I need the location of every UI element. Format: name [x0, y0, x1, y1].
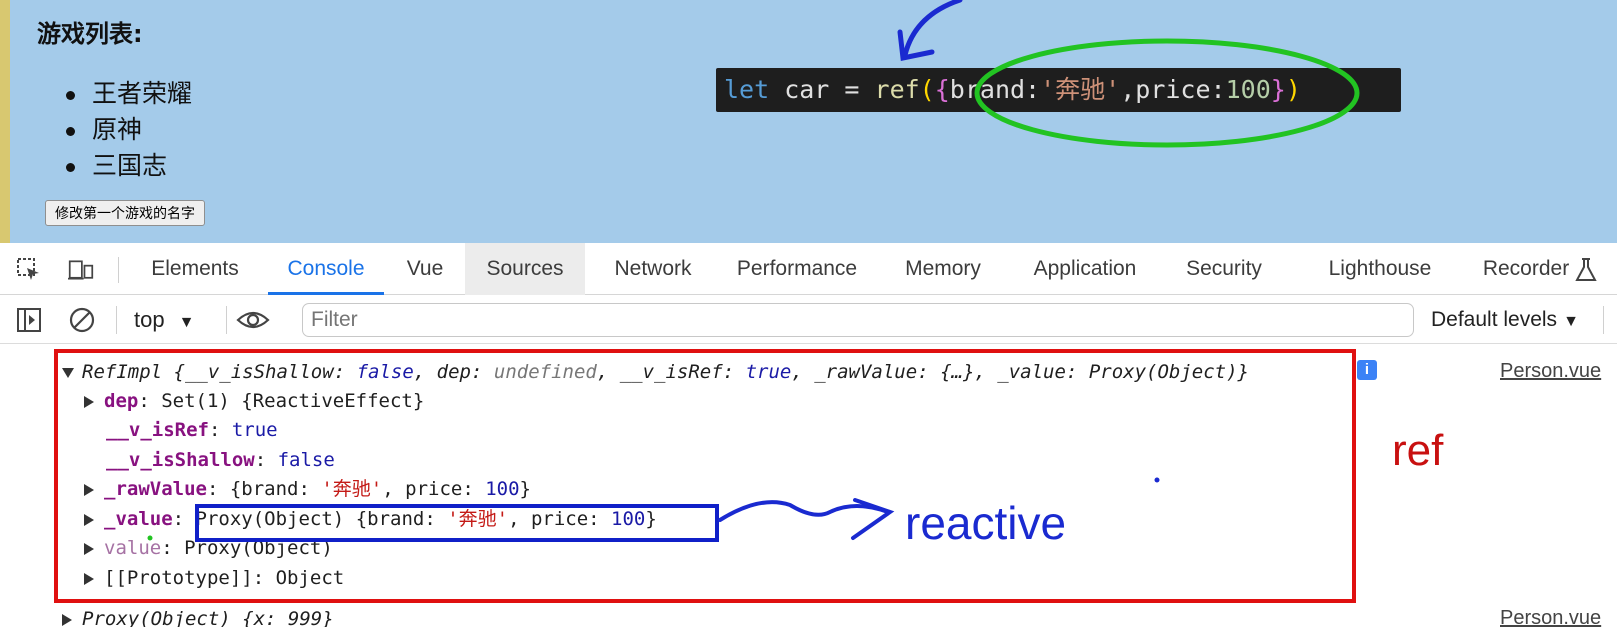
rename-first-game-button[interactable]: 修改第一个游戏的名字: [45, 200, 205, 226]
source-link[interactable]: Person.vue: [1500, 360, 1602, 382]
toolbar-divider: [1603, 306, 1604, 334]
log-levels-selector[interactable]: Default levels ▼: [1431, 304, 1579, 336]
tab-memory[interactable]: Memory: [905, 257, 981, 280]
log-entry-proxy[interactable]: Proxy(Object) {x: 999}: [62, 605, 334, 627]
flask-icon: [1575, 258, 1597, 281]
tab-elements[interactable]: Elements: [151, 257, 239, 280]
code-snippet: let car = ref({brand:'奔驰',price:100}): [716, 68, 1401, 112]
source-link[interactable]: Person.vue: [1500, 607, 1602, 627]
list-item: 三国志: [66, 148, 192, 184]
reactive-highlight-box: [195, 504, 719, 542]
code-var: car =: [769, 75, 875, 104]
prop-prototype[interactable]: [[Prototype]]: Object: [84, 564, 344, 592]
sidebar-toggle-icon[interactable]: [16, 307, 42, 333]
preview-edge: [0, 0, 10, 243]
code-keyword: let: [724, 75, 770, 104]
expand-triangle-icon[interactable]: [84, 572, 94, 585]
list-item: 原神: [66, 112, 192, 148]
prop-is-ref: __v_isRef: true: [106, 419, 278, 441]
log-entry-refimpl[interactable]: RefImpl {__v_isShallow: false, dep: unde…: [62, 358, 1249, 386]
expand-triangle-icon[interactable]: [62, 613, 72, 626]
code-number: 100: [1225, 75, 1271, 104]
code-brace: {: [934, 75, 950, 104]
code-key: price:: [1135, 75, 1226, 104]
device-toolbar-icon[interactable]: [68, 257, 94, 283]
chevron-down-icon: ▼: [1563, 313, 1579, 330]
object-summary: RefImpl {__v_isShallow: false, dep: unde…: [82, 361, 1249, 383]
levels-value: Default levels: [1431, 308, 1558, 331]
ref-highlight-box: [54, 349, 1356, 603]
tab-performance[interactable]: Performance: [736, 257, 858, 280]
expand-triangle-icon[interactable]: [84, 542, 94, 555]
page-preview: 游戏列表: 王者荣耀 原神 三国志 修改第一个游戏的名字 let car = r…: [0, 0, 1617, 243]
tab-network[interactable]: Network: [614, 257, 692, 280]
prop-dep[interactable]: dep: Set(1) {ReactiveEffect}: [84, 387, 424, 415]
list-item: 王者荣耀: [66, 76, 192, 112]
tab-security[interactable]: Security: [1186, 257, 1262, 280]
inspect-element-icon[interactable]: [16, 257, 42, 283]
code-key: brand:: [949, 75, 1041, 104]
eye-icon[interactable]: [236, 307, 270, 333]
devtools-tab-bar: Elements Console Vue Sources Network Per…: [0, 243, 1617, 295]
game-list: 王者荣耀 原神 三国志: [66, 76, 192, 184]
toolbar-divider: [118, 257, 119, 283]
clear-console-icon[interactable]: [69, 307, 95, 333]
filter-input[interactable]: [302, 303, 1414, 337]
prop-value-internal[interactable]: _value: Proxy(Object) {brand: '奔驰', pric…: [84, 505, 657, 533]
code-brace: }: [1270, 75, 1286, 104]
prop-raw-value[interactable]: _rawValue: {brand: '奔驰', price: 100}: [84, 475, 531, 503]
toolbar-divider: [116, 306, 117, 334]
reactive-annotation-label: reactive: [905, 497, 1067, 549]
context-selector[interactable]: top ▼: [134, 304, 194, 336]
expand-triangle-icon[interactable]: [84, 395, 94, 408]
ref-annotation-label: ref: [1392, 426, 1444, 475]
prop-is-shallow: __v_isShallow: false: [106, 449, 335, 471]
code-sep: ,: [1120, 75, 1136, 104]
tab-recorder[interactable]: Recorder: [1482, 257, 1570, 280]
expand-triangle-icon[interactable]: [84, 483, 94, 496]
chevron-down-icon: ▼: [178, 314, 195, 331]
code-function: ref: [874, 75, 920, 104]
context-value: top: [134, 307, 165, 332]
collapse-triangle-icon[interactable]: [62, 367, 74, 378]
toolbar-divider: [226, 306, 227, 334]
prop-value-getter[interactable]: value: Proxy(Object): [84, 534, 333, 562]
code-paren: ): [1285, 75, 1301, 104]
tab-lighthouse[interactable]: Lighthouse: [1328, 257, 1432, 280]
tab-application[interactable]: Application: [1033, 257, 1137, 280]
info-icon[interactable]: i: [1357, 360, 1377, 380]
expand-triangle-icon[interactable]: [84, 513, 94, 526]
page-title: 游戏列表:: [37, 20, 143, 48]
tab-sources[interactable]: Sources: [465, 243, 585, 295]
console-output: RefImpl {__v_isShallow: false, dep: unde…: [0, 345, 1617, 627]
console-toolbar: top ▼ Default levels ▼: [0, 296, 1617, 344]
code-paren: (: [919, 75, 935, 104]
tab-console[interactable]: Console: [268, 243, 384, 295]
tab-vue[interactable]: Vue: [406, 257, 444, 280]
code-string: '奔驰': [1040, 75, 1121, 104]
